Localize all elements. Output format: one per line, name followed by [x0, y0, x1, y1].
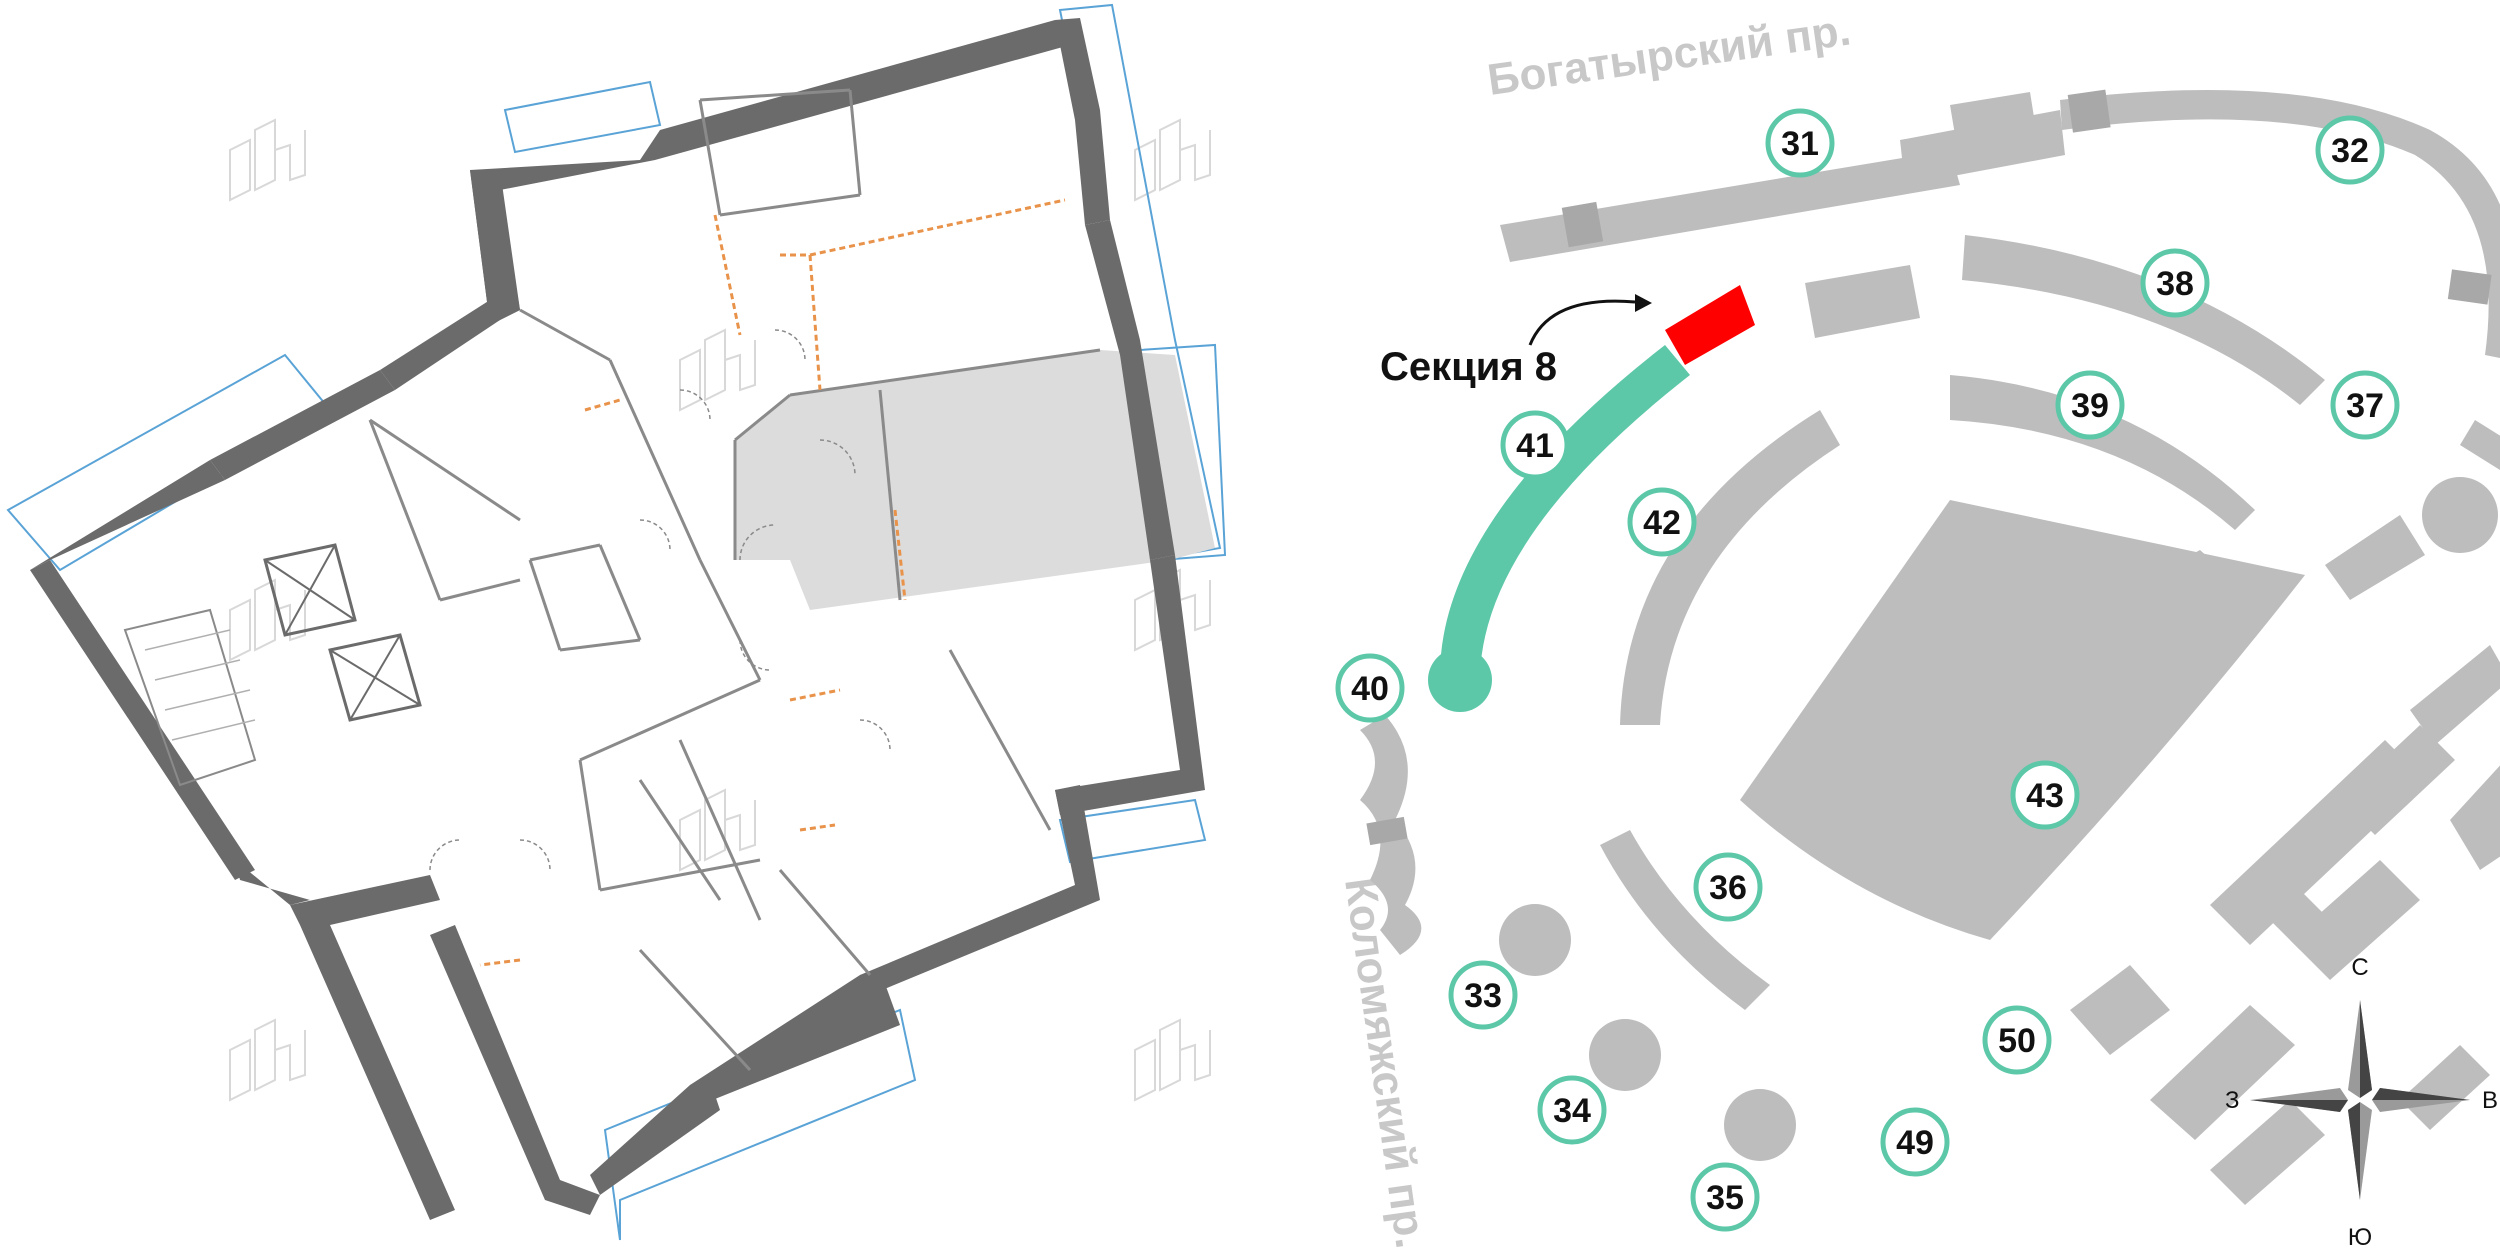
site-map: Богатырский пр. Коломяжский пр.: [1335, 5, 2500, 1250]
badge-42[interactable]: 42: [1627, 487, 1697, 557]
svg-text:42: 42: [1643, 504, 1681, 542]
exterior-walls: [30, 18, 1205, 1220]
badge-35[interactable]: 35: [1690, 1162, 1760, 1232]
compass-east: В: [2482, 1087, 2498, 1114]
svg-text:37: 37: [2346, 387, 2384, 425]
badge-34[interactable]: 34: [1537, 1075, 1607, 1145]
badge-32[interactable]: 32: [2315, 115, 2385, 185]
badge-38[interactable]: 38: [2140, 248, 2210, 318]
svg-text:38: 38: [2156, 265, 2194, 303]
badge-31[interactable]: 31: [1765, 108, 1835, 178]
svg-text:41: 41: [1516, 427, 1554, 465]
svg-text:33: 33: [1464, 977, 1502, 1015]
badge-43[interactable]: 43: [2010, 760, 2080, 830]
svg-text:31: 31: [1781, 125, 1819, 163]
svg-text:36: 36: [1709, 869, 1747, 907]
section-callout-arrow: [1528, 299, 1636, 346]
stairwell: [123, 608, 257, 787]
svg-text:34: 34: [1553, 1092, 1591, 1130]
elevators: [263, 543, 422, 722]
watermark-logos: [229, 118, 1211, 1102]
selected-building-41[interactable]: [1440, 345, 1690, 675]
doors: [429, 329, 891, 871]
floor-plan: [6, 3, 1227, 1241]
compass-west: З: [2225, 1087, 2240, 1114]
svg-text:49: 49: [1896, 1124, 1934, 1162]
building-footprints: [1360, 89, 2500, 1205]
svg-text:50: 50: [1998, 1022, 2036, 1060]
balconies: [6, 3, 1227, 1241]
badge-40[interactable]: 40: [1335, 653, 1405, 723]
compass-rose: С Ю В З: [2225, 954, 2498, 1250]
arrow-head-icon: [1635, 294, 1652, 312]
badge-49[interactable]: 49: [1880, 1107, 1950, 1177]
building-badges: 31 32 38 37 39 41 42 40 43 36 33 34 35 5…: [1335, 108, 2400, 1232]
street-label-north: Богатырский пр.: [1485, 5, 1854, 104]
section-8-highlight[interactable]: [1665, 285, 1755, 365]
interior-walls: [368, 88, 1101, 1072]
svg-text:40: 40: [1351, 670, 1389, 708]
badge-39[interactable]: 39: [2055, 370, 2125, 440]
section-callout-label: Секция 8: [1380, 345, 1557, 389]
badge-41[interactable]: 41: [1500, 410, 1570, 480]
badge-33[interactable]: 33: [1448, 960, 1518, 1030]
svg-text:32: 32: [2331, 132, 2369, 170]
badge-37[interactable]: 37: [2330, 370, 2400, 440]
compass-north: С: [2351, 954, 2368, 981]
svg-text:35: 35: [1706, 1179, 1744, 1217]
selected-building-41-end: [1428, 648, 1492, 712]
svg-text:39: 39: [2071, 387, 2109, 425]
highlighted-apartment: [735, 350, 1215, 610]
badge-50[interactable]: 50: [1982, 1005, 2052, 1075]
compass-south: Ю: [2348, 1224, 2372, 1250]
partitions: [479, 198, 1066, 967]
badge-36[interactable]: 36: [1693, 852, 1763, 922]
svg-text:43: 43: [2026, 777, 2064, 815]
